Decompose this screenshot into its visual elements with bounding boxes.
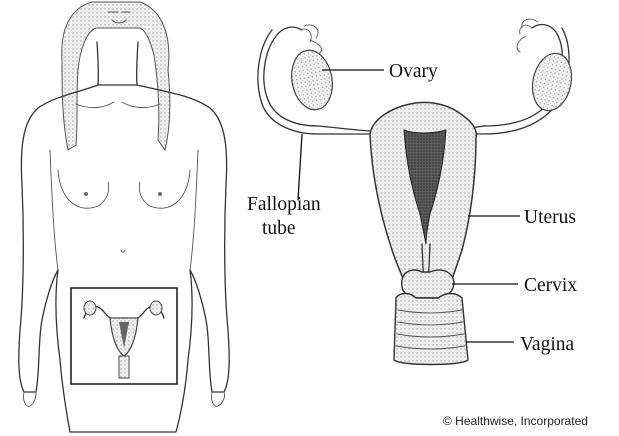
uterus-label: Uterus <box>524 207 576 228</box>
left-ovary <box>287 47 337 113</box>
hair <box>62 2 170 150</box>
fallopian-tube-label-line2: tube <box>262 218 296 239</box>
ovary-label: Ovary <box>389 61 438 82</box>
vagina-label: Vagina <box>520 334 574 355</box>
cervix-label: Cervix <box>524 275 577 296</box>
fallopian-leader <box>298 134 302 200</box>
female-body-figure <box>19 2 229 432</box>
copyright-credit: © Healthwise, Incorporated <box>443 414 588 428</box>
fallopian-tube-label-line1: Fallopian <box>247 194 321 215</box>
vagina <box>394 294 468 365</box>
